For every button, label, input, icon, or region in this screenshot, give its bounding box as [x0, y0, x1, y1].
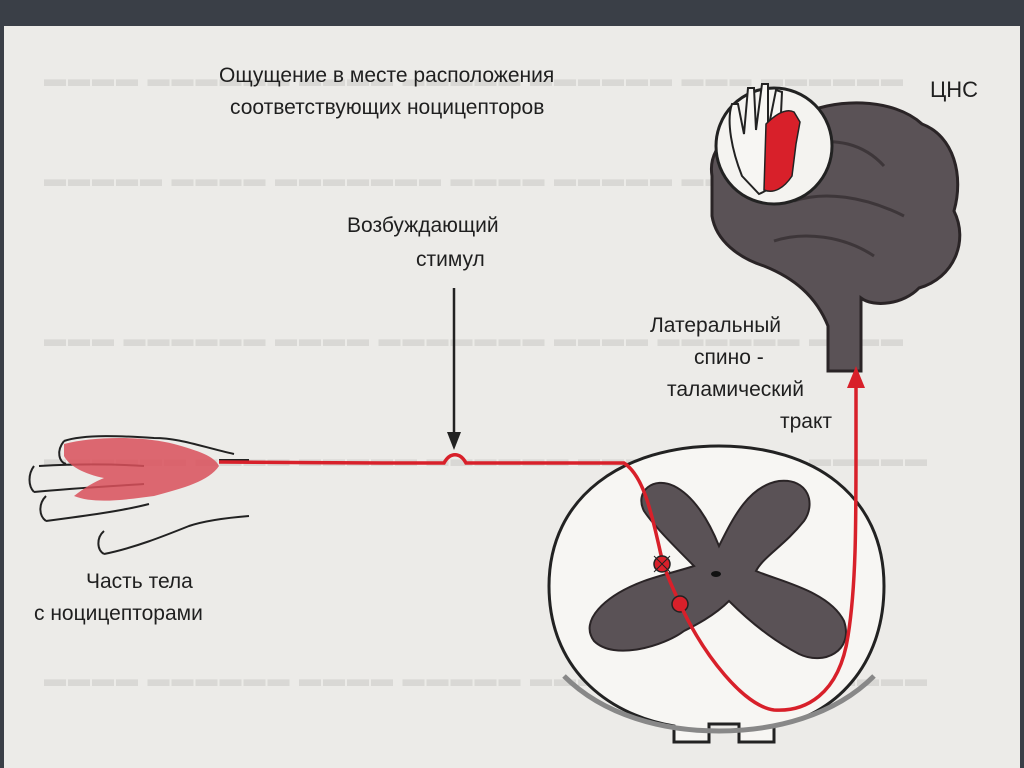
arrow-down-icon — [447, 288, 461, 450]
spinothalamic-tract — [678, 382, 858, 712]
textbook-page: ▬▬▬▬ ▬▬▬▬▬▬ ▬▬▬▬ ▬▬▬▬▬ ▬▬▬▬▬▬ ▬▬▬ ▬▬▬▬▬▬… — [4, 26, 1020, 768]
sensation-inset — [714, 83, 834, 206]
cns-label: ЦНС — [930, 77, 979, 102]
body-part-label-line1: Часть тела — [86, 570, 193, 593]
arrow-up-icon — [847, 366, 865, 388]
afferent-nerve-fiber — [218, 453, 682, 605]
sensation-label-line2: соответствующих ноцицепторов — [230, 96, 545, 119]
tract-label-line2: спино - — [694, 346, 764, 369]
tract-label-line1: Латеральный — [650, 314, 782, 337]
tract-label-line3: таламический — [667, 378, 804, 401]
stimulus-label-line2: стимул — [416, 248, 485, 271]
spinal-cord-icon — [547, 444, 886, 744]
hand-icon — [28, 435, 250, 555]
stimulus-label-line1: Возбуждающий — [347, 214, 499, 237]
sensation-label-line1: Ощущение в месте расположения — [219, 64, 555, 87]
tract-label-line4: тракт — [780, 410, 833, 433]
hand-inset-icon — [728, 83, 801, 196]
body-part-label-line2: с ноцицепторами — [34, 602, 203, 625]
nociception-diagram — [28, 83, 962, 744]
